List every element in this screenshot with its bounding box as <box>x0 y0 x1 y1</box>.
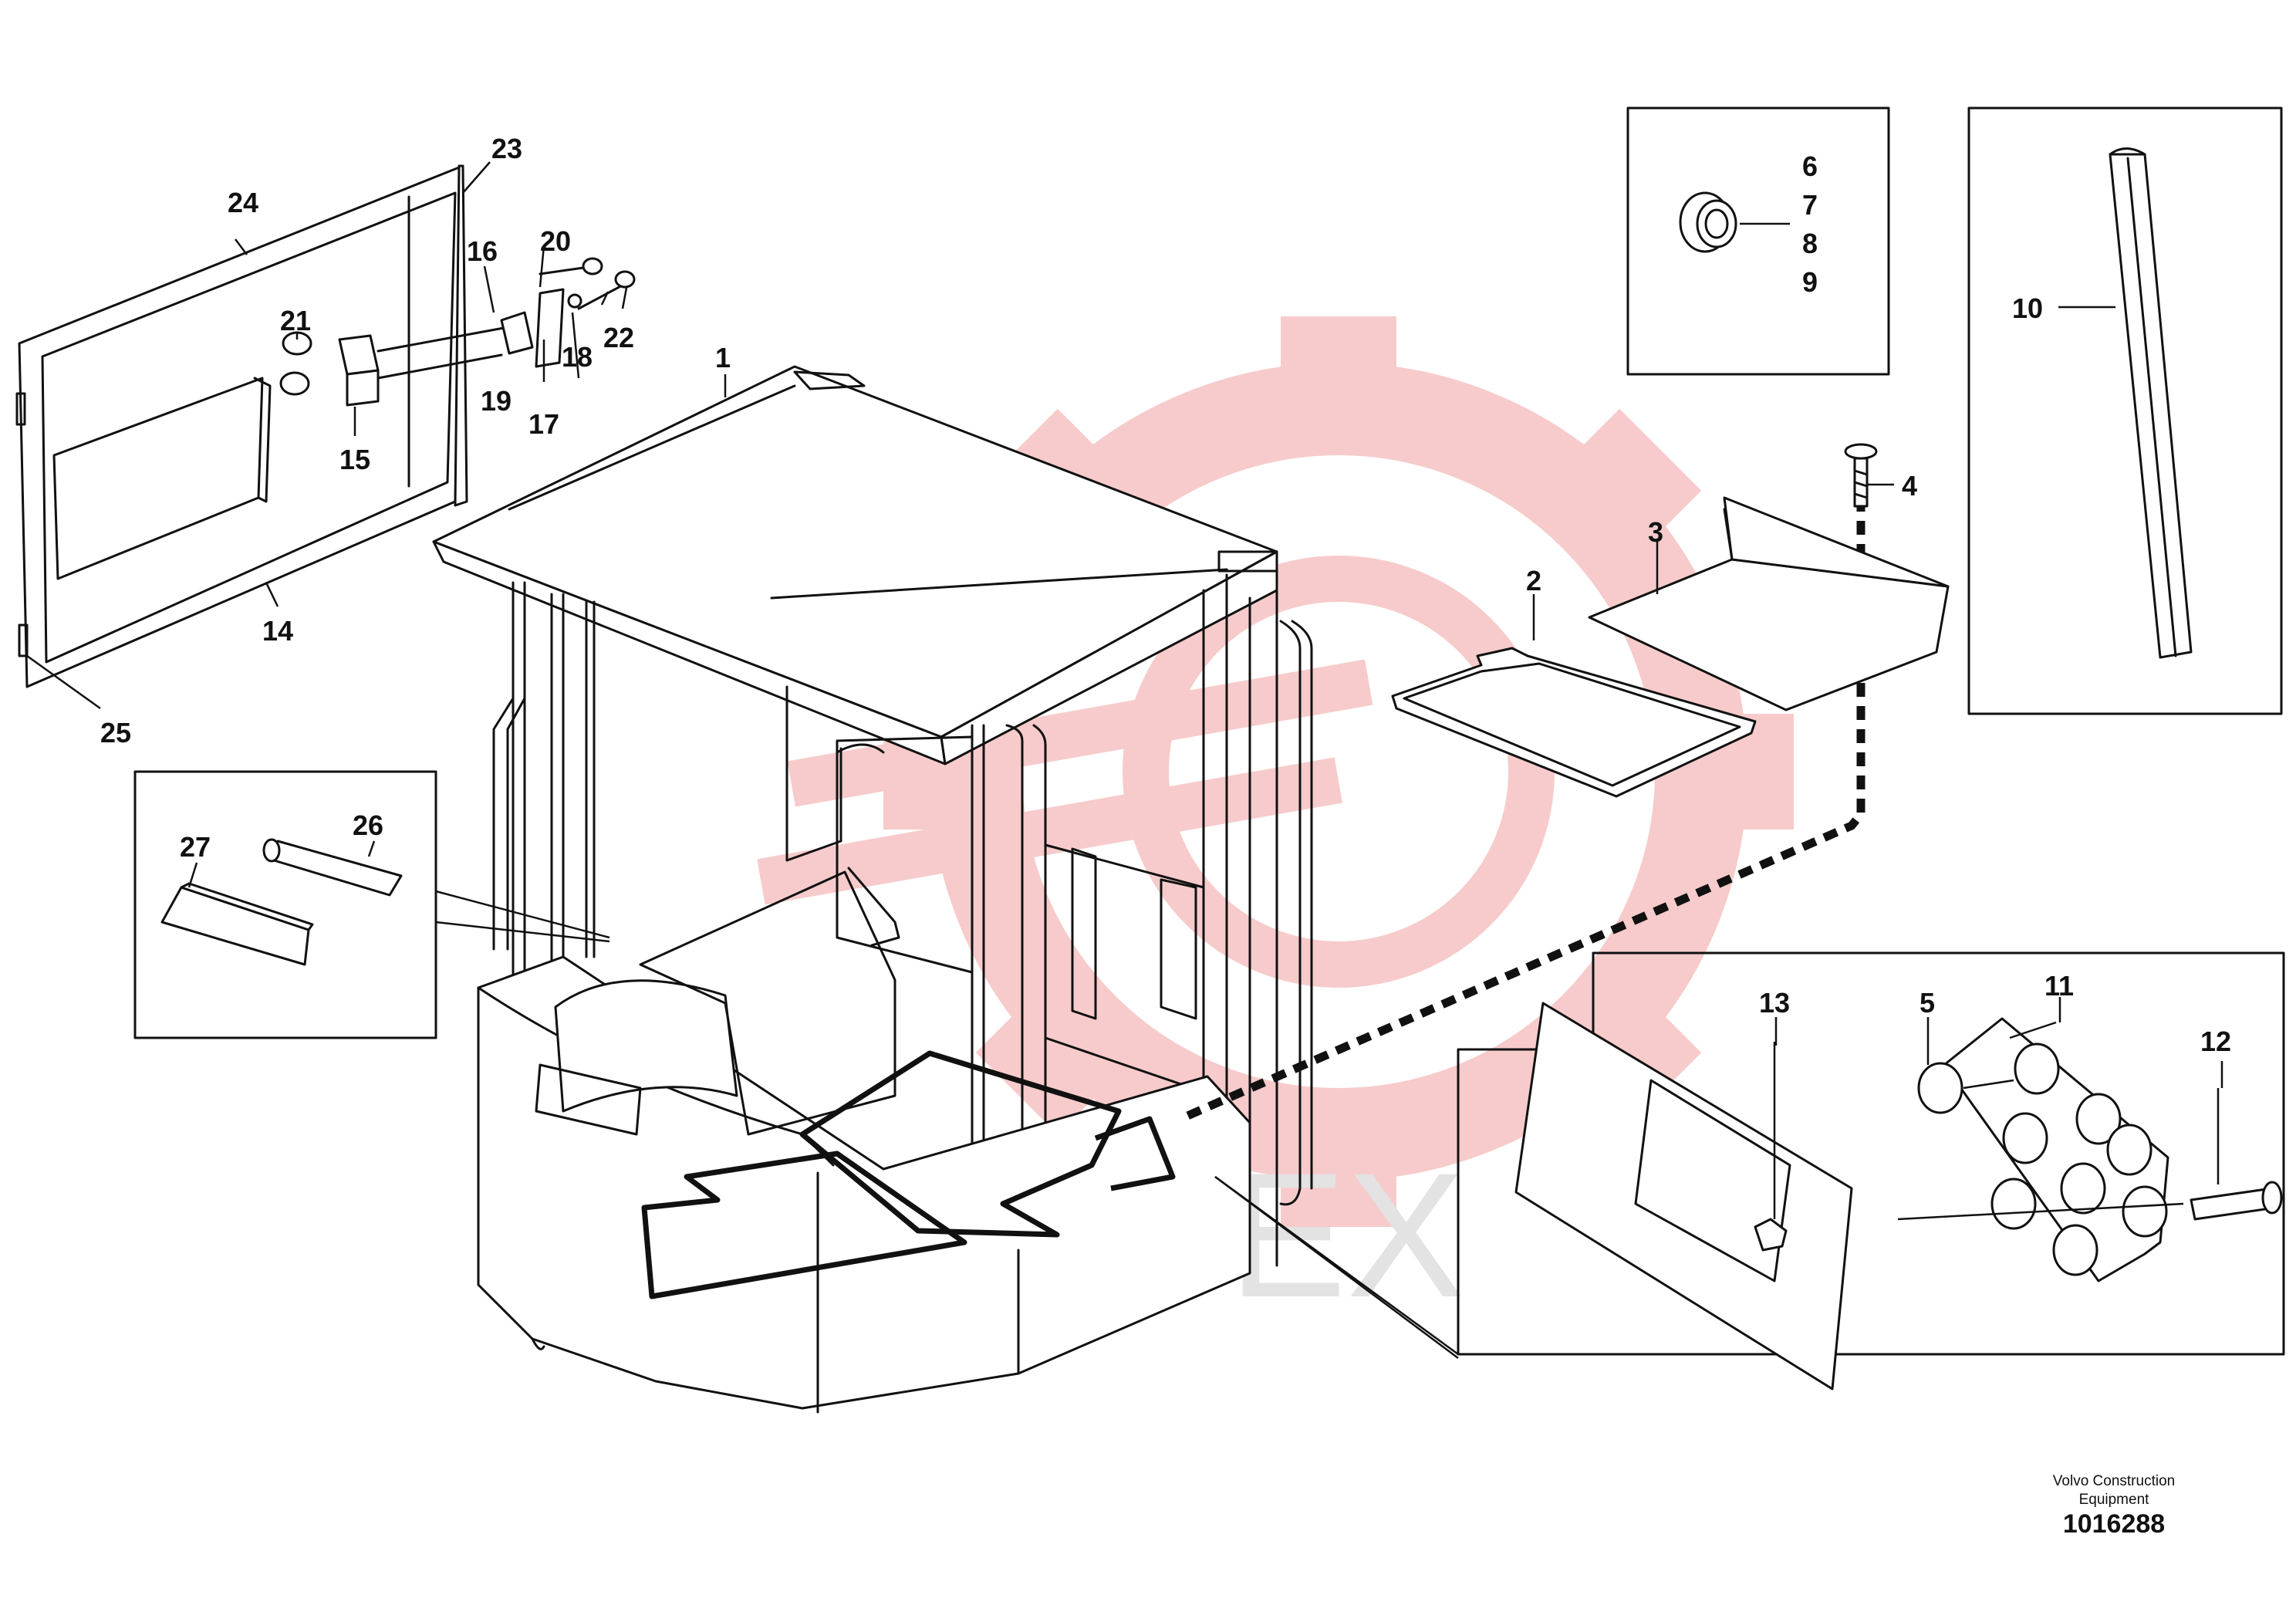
callout-15: 15 <box>339 444 370 475</box>
callout-5: 5 <box>1920 987 1935 1019</box>
callout-leaders <box>26 161 2223 1088</box>
floor-mat-outlines <box>641 1050 1176 1299</box>
callout-17: 17 <box>528 408 559 440</box>
callout-24: 24 <box>228 187 258 218</box>
callout-3: 3 <box>1648 516 1663 548</box>
cab-interior <box>785 685 1205 1093</box>
publisher-caption: Volvo Construction Equipment <box>1998 1472 2230 1509</box>
door-hardware <box>279 257 636 407</box>
publisher-line-2: Equipment <box>2078 1492 2149 1508</box>
callout-16: 16 <box>467 235 498 267</box>
panel-part-3 <box>1588 496 1950 711</box>
callout-7: 7 <box>1802 189 1818 221</box>
callout-12: 12 <box>2200 1026 2231 1057</box>
callout-18: 18 <box>562 341 593 373</box>
callout-11: 11 <box>2044 970 2074 1002</box>
link-dashed-line <box>1178 498 1866 1124</box>
floor-plate-part-2 <box>1391 647 1757 798</box>
callout-23: 23 <box>491 133 522 164</box>
callout-1: 1 <box>715 342 731 373</box>
callout-13: 13 <box>1759 987 1790 1019</box>
callout-26: 26 <box>353 809 383 841</box>
detail-box-trims <box>133 770 610 1039</box>
detail-box-strip <box>1967 106 2283 715</box>
detail-box-cover <box>1214 951 2285 1391</box>
screw-part-4 <box>1844 443 1878 508</box>
callout-20: 20 <box>540 225 571 257</box>
callout-14: 14 <box>262 615 293 647</box>
callout-2: 2 <box>1526 565 1541 596</box>
door-panel <box>15 164 468 688</box>
detail-box-grommet <box>1626 106 1890 376</box>
callout-21: 21 <box>280 305 311 336</box>
callout-9: 9 <box>1802 266 1818 298</box>
callout-labels: 1 2 3 4 5 6 7 8 9 10 11 12 13 14 15 16 1… <box>100 133 2231 1057</box>
callout-4: 4 <box>1902 470 1917 502</box>
callout-25: 25 <box>100 717 131 748</box>
publisher-line-1: Volvo Construction <box>2052 1473 2176 1489</box>
callout-8: 8 <box>1802 228 1818 259</box>
drawing-number: 1016288 <box>2062 1509 2166 1539</box>
callout-19: 19 <box>481 385 512 417</box>
callout-22: 22 <box>603 322 634 353</box>
callout-27: 27 <box>180 831 211 863</box>
callout-10: 10 <box>2012 292 2043 324</box>
cab-roof <box>432 365 1278 765</box>
callout-6: 6 <box>1802 150 1818 182</box>
